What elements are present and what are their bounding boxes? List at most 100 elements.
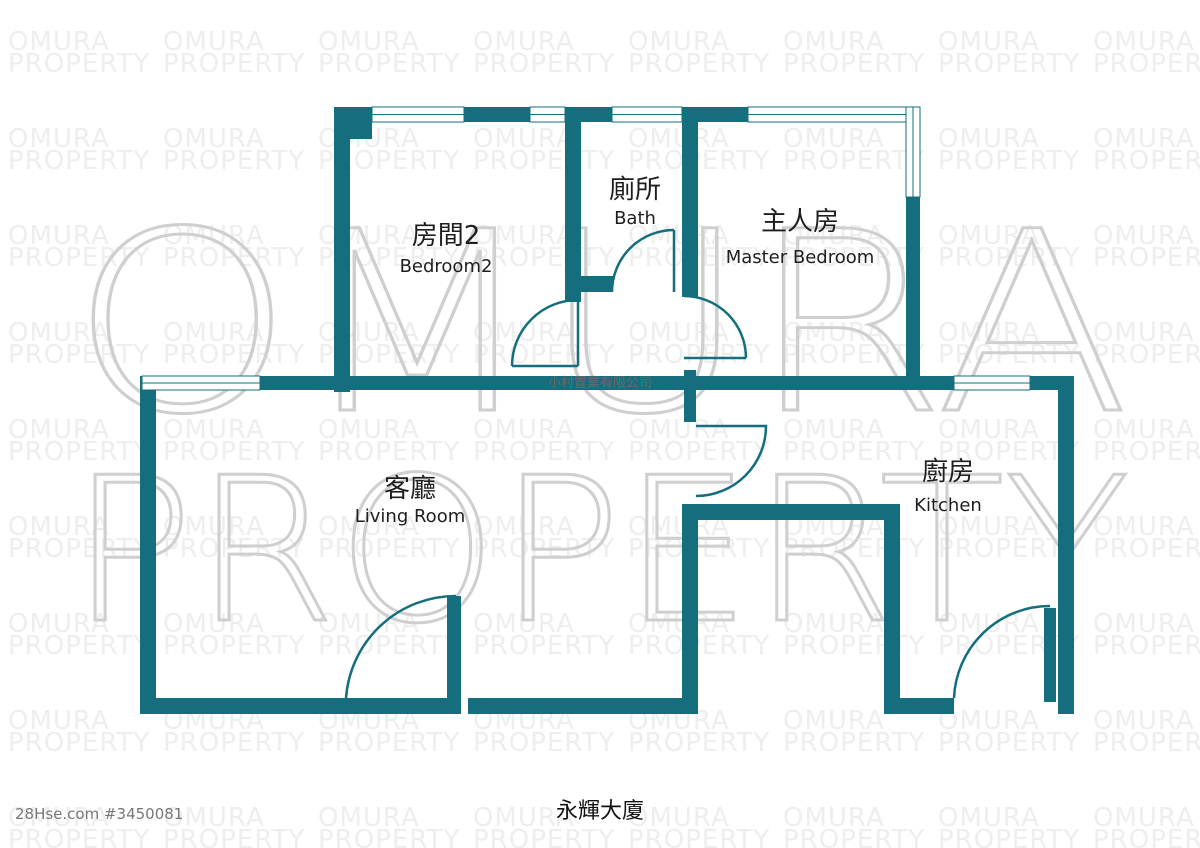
watermark-tile-line2: PROPERTY — [163, 243, 305, 273]
listing-id: 28Hse.com #3450081 — [15, 805, 183, 823]
wall-bath-master — [682, 107, 698, 297]
watermark-tile-line2: PROPERTY — [938, 49, 1080, 79]
watermark-tile-line1: OMURA — [8, 221, 110, 251]
watermark-tile-line1: OMURA — [8, 609, 110, 639]
wall-living-bottom-left — [140, 698, 457, 714]
door-arc-bath — [610, 228, 675, 293]
watermark-tile-line2: PROPERTY — [628, 728, 770, 758]
wall-living-door-jamb — [447, 596, 461, 714]
watermark-tile-line1: OMURA — [1093, 512, 1195, 542]
watermark-tile-line1: OMURA — [8, 318, 110, 348]
master-bedroom-label-en: Master Bedroom — [726, 247, 875, 268]
doors — [344, 228, 1051, 699]
wall-kitchen-inner-top — [682, 504, 898, 520]
watermark-tile-line1: OMURA — [628, 415, 730, 445]
watermark-tile-line2: PROPERTY — [938, 437, 1080, 467]
watermark-tile-line2: PROPERTY — [938, 146, 1080, 176]
watermark-tile-line2: PROPERTY — [8, 340, 150, 370]
watermark-tile-line2: PROPERTY — [473, 825, 615, 848]
watermark-tile-line2: PROPERTY — [318, 437, 460, 467]
watermark-tile-line2: PROPERTY — [1093, 631, 1200, 661]
wall-living-right — [682, 504, 698, 714]
kitchen-label-en: Kitchen — [914, 495, 982, 516]
watermark-tile-line2: PROPERTY — [8, 825, 150, 848]
wall-kitchen-right — [1058, 376, 1074, 714]
wall-bed2-bath — [565, 107, 581, 302]
wall-master-right — [906, 195, 920, 390]
watermark-tile-line1: OMURA — [318, 512, 420, 542]
door-arc-living — [344, 594, 457, 699]
watermark-tile-line1: OMURA — [938, 415, 1040, 445]
watermark-tile-line1: OMURA — [628, 803, 730, 833]
watermark-tile-line1: OMURA — [938, 609, 1040, 639]
watermark-tile-line2: PROPERTY — [163, 146, 305, 176]
watermark-tile-line1: OMURA — [938, 124, 1040, 154]
big-watermark-line2: PROPERTY — [70, 435, 1130, 668]
living-room-label-zh: 客廳 — [384, 474, 436, 504]
master-bedroom-label-zh: 主人房 — [761, 207, 839, 237]
watermark-tile-line2: PROPERTY — [628, 146, 770, 176]
watermark-tile-line1: OMURA — [783, 27, 885, 57]
watermark-tile-line2: PROPERTY — [8, 534, 150, 564]
wall-middle-left — [140, 376, 688, 390]
watermark-tile-line2: PROPERTY — [8, 243, 150, 273]
watermark-tile-line2: PROPERTY — [473, 534, 615, 564]
watermark-tile-line2: PROPERTY — [1093, 825, 1200, 848]
watermark-tile-line2: PROPERTY — [783, 631, 925, 661]
watermark-tile-line1: OMURA — [8, 27, 110, 57]
watermark-tile-line1: OMURA — [473, 221, 575, 251]
watermark-tile-line1: OMURA — [628, 27, 730, 57]
watermark-tile-line1: OMURA — [628, 318, 730, 348]
watermark-tile-line1: OMURA — [1093, 124, 1195, 154]
watermark-tile-line2: PROPERTY — [8, 728, 150, 758]
wall-kitchen-door-jamb — [1044, 608, 1056, 702]
watermark-tile-line2: PROPERTY — [628, 631, 770, 661]
watermark-tile-line2: PROPERTY — [628, 825, 770, 848]
watermark-tile-line1: OMURA — [1093, 609, 1195, 639]
watermark-tile-line2: PROPERTY — [628, 437, 770, 467]
room-labels: 房間2 Bedroom2 廁所 Bath 主人房 Master Bedroom … — [355, 175, 982, 527]
watermark-tile-line2: PROPERTY — [163, 825, 305, 848]
watermark-tile-line1: OMURA — [1093, 706, 1195, 736]
watermark-tile-line2: PROPERTY — [163, 437, 305, 467]
watermark-tile-line1: OMURA — [628, 609, 730, 639]
watermark-tile-line1: OMURA — [8, 803, 110, 833]
watermark-tile-line1: OMURA — [473, 27, 575, 57]
watermark-tile-line2: PROPERTY — [163, 728, 305, 758]
watermark-tile-line2: PROPERTY — [1093, 437, 1200, 467]
watermark-tile-line1: OMURA — [783, 609, 885, 639]
watermark-tile-line1: OMURA — [318, 415, 420, 445]
watermark-tile-line1: OMURA — [163, 27, 265, 57]
watermark-tile-line1: OMURA — [628, 124, 730, 154]
watermark-tile-line2: PROPERTY — [783, 243, 925, 273]
watermark-tile-line1: OMURA — [473, 609, 575, 639]
windows — [141, 106, 1031, 391]
bedroom2-label-en: Bedroom2 — [400, 256, 493, 277]
watermark-tile-line1: OMURA — [938, 803, 1040, 833]
wall-bedroom2-left — [334, 107, 350, 392]
door-arc-kitchen-entry — [695, 424, 768, 498]
watermark-tile-line1: OMURA — [938, 221, 1040, 251]
watermark-tile-line1: OMURA — [783, 318, 885, 348]
watermark-tile-line2: PROPERTY — [473, 243, 615, 273]
bath-label-en: Bath — [614, 208, 656, 229]
watermark-tile-line2: PROPERTY — [318, 49, 460, 79]
watermark-tile-line1: OMURA — [783, 415, 885, 445]
watermark-tile-line2: PROPERTY — [318, 728, 460, 758]
watermark-tile-line2: PROPERTY — [783, 146, 925, 176]
watermark-tile-line1: OMURA — [938, 27, 1040, 57]
watermark-tile-line2: PROPERTY — [8, 146, 150, 176]
watermark-tile-line1: OMURA — [473, 415, 575, 445]
watermark-tile-line1: OMURA — [163, 318, 265, 348]
watermark-tile-line2: PROPERTY — [783, 534, 925, 564]
watermark-tile-line2: PROPERTY — [473, 146, 615, 176]
watermark-tile-line1: OMURA — [8, 415, 110, 445]
wall-kitchen-inner-left — [884, 504, 900, 714]
watermark-tile-line1: OMURA — [163, 221, 265, 251]
watermark-tile-line2: PROPERTY — [938, 534, 1080, 564]
watermark-tile-line2: PROPERTY — [628, 49, 770, 79]
door-arc-master — [683, 294, 748, 359]
door-arc-bedroom2 — [510, 298, 579, 367]
watermark-tile-line1: OMURA — [473, 512, 575, 542]
watermark-tile-line1: OMURA — [318, 803, 420, 833]
